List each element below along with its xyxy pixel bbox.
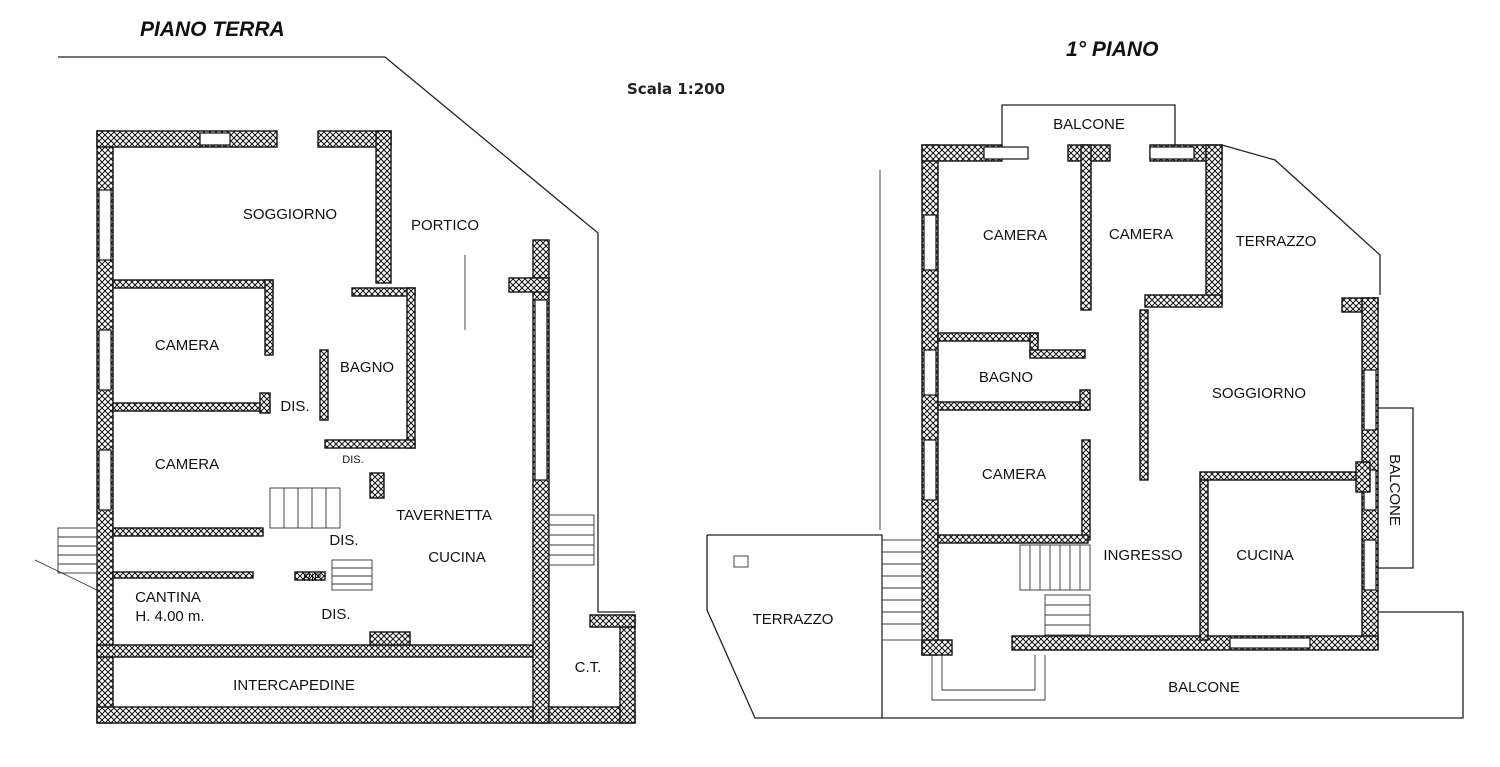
terrazzo-left-outline: [706, 535, 882, 719]
first-floor-plan: BALCONE CAMERA CAMERA TERRAZZO BAGNO SOG…: [706, 104, 1464, 719]
room-dis: DIS.: [321, 606, 350, 623]
first-floor-title: 1° PIANO: [1066, 38, 1159, 61]
bagno-north-wall: [351, 287, 416, 297]
ct-east-wall: [619, 614, 636, 724]
dis-wall: [369, 631, 411, 646]
entrance-steps: [881, 539, 1046, 701]
bagno-west-wall: [319, 349, 329, 421]
wall-stub: [1079, 389, 1091, 411]
room-camera: CAMERA: [982, 466, 1046, 483]
east-wall-return: [508, 277, 550, 293]
window: [1149, 146, 1195, 160]
room-portico: PORTICO: [411, 217, 479, 234]
camera-camera-wall: [112, 402, 269, 412]
window: [199, 132, 231, 146]
room-cucina: CUCINA: [428, 549, 486, 566]
room-camera: CAMERA: [155, 456, 219, 473]
bagno-south-wall: [324, 439, 416, 449]
room-camera: CAMERA: [983, 227, 1047, 244]
camera-stair-wall: [937, 534, 1089, 544]
window: [1363, 369, 1377, 431]
room-rip: RIP.: [303, 572, 323, 584]
wall-stub: [259, 392, 271, 414]
room-camera: CAMERA: [155, 337, 219, 354]
cantina-wall: [112, 571, 254, 579]
ground-floor-title: PIANO TERRA: [140, 18, 285, 41]
camera-east-wall: [1081, 439, 1091, 541]
room-dis: DIS.: [280, 398, 309, 415]
soggiorno-east-wall: [375, 130, 392, 284]
intercapedine-wall: [96, 644, 550, 658]
camera-cantina-wall: [112, 527, 264, 537]
room-camera: CAMERA: [1109, 226, 1173, 243]
room-terrazzo: TERRAZZO: [753, 611, 834, 628]
west-steps: [34, 527, 98, 591]
ct-north-wall: [589, 614, 636, 628]
window: [923, 439, 937, 501]
soggiorno-cucina-wall: [1199, 471, 1366, 481]
room-terrazzo: TERRAZZO: [1236, 233, 1317, 250]
ingresso-north-wall: [1139, 309, 1149, 481]
window: [98, 189, 112, 261]
window: [923, 214, 937, 271]
room-bagno: BAGNO: [340, 359, 394, 376]
room-balcone: BALCONE: [1053, 116, 1125, 133]
room-cantina: CANTINA: [135, 589, 201, 606]
window: [534, 299, 548, 481]
drain-marker: [733, 555, 749, 568]
camera-south-wall: [1144, 294, 1223, 308]
balcone-right-outline: [1375, 407, 1414, 569]
east-steps: [548, 514, 595, 566]
ingresso-cucina-wall: [1199, 479, 1209, 641]
chimney: [369, 472, 385, 499]
soggiorno-camera-wall: [112, 279, 274, 289]
bagno-camera-wall: [937, 401, 1089, 411]
north-wall-left: [96, 130, 278, 148]
ground-floor-plan: SOGGIORNO PORTICO CAMERA BAGNO DIS. CAME…: [34, 56, 636, 724]
site-outline: [58, 56, 635, 613]
terrace-outline: [707, 534, 1464, 719]
camera-east-wall: [1205, 144, 1223, 306]
room-ingresso: INGRESSO: [1103, 547, 1182, 564]
window: [98, 329, 112, 391]
window: [983, 146, 1029, 160]
wall-stub: [1029, 349, 1086, 359]
bagno-east-wall: [406, 287, 416, 449]
cantina-height: H. 4.00 m.: [135, 608, 204, 625]
room-tavernetta: TAVERNETTA: [396, 507, 492, 524]
rip-wall: [294, 571, 326, 581]
window: [923, 349, 937, 396]
scale-label: Scala 1:200: [627, 80, 726, 98]
south-wall: [1011, 635, 1379, 651]
room-dis: DIS.: [342, 454, 363, 466]
east-outline: [1221, 144, 1381, 295]
camera-divider: [1080, 144, 1092, 311]
room-soggiorno: SOGGIORNO: [1212, 385, 1306, 402]
ground-stairs: [269, 487, 373, 591]
camera-bagno-wall: [937, 332, 1039, 342]
south-wall-left: [921, 639, 953, 656]
camera-wall: [264, 279, 274, 356]
room-balcone: BALCONE: [1386, 454, 1403, 526]
first-floor-stairs: [1019, 544, 1091, 636]
room-dis: DIS.: [329, 532, 358, 549]
chimney: [1355, 461, 1371, 493]
room-balcone: BALCONE: [1168, 679, 1240, 696]
balcone-top-outline: [1001, 104, 1176, 145]
window: [1229, 637, 1311, 649]
south-wall: [96, 706, 550, 724]
room-intercapedine: INTERCAPEDINE: [233, 677, 355, 694]
window: [98, 449, 112, 511]
room-bagno: BAGNO: [979, 369, 1033, 386]
room-soggiorno: SOGGIORNO: [243, 206, 337, 223]
room-cucina: CUCINA: [1236, 547, 1294, 564]
window: [1363, 539, 1377, 591]
room-ct: C.T.: [575, 659, 602, 676]
